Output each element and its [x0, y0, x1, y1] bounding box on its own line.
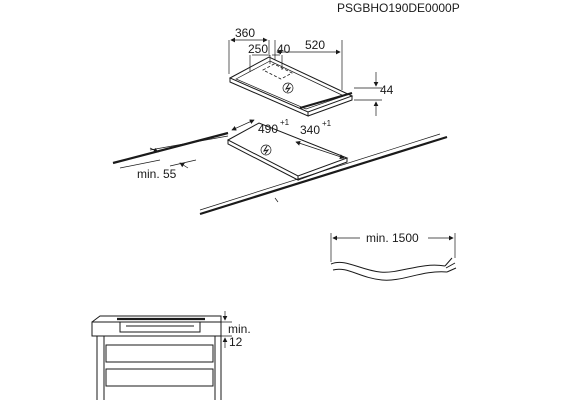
dimension-340: 340 +1	[295, 119, 345, 159]
dimension-label-490: 490	[258, 122, 278, 136]
dimension-490: 490 +1	[231, 118, 290, 136]
hob-top-cable	[299, 91, 353, 110]
dimension-label-40: 40	[277, 42, 291, 56]
dimension-label-min-55: min. 55	[137, 167, 177, 181]
dimension-label-min-1500: min. 1500	[366, 231, 419, 245]
section-worktop-top	[91, 315, 222, 323]
dimension-250-40: 250 40	[248, 42, 291, 72]
cable-top-line	[330, 261, 446, 273]
dimension-tolerance-340: +1	[322, 119, 332, 128]
lightning-icon-cutout	[262, 145, 270, 155]
cable-length-view: min. 1500	[330, 231, 457, 281]
cable-bottom-line	[332, 268, 448, 281]
connection-box-outline	[262, 63, 293, 80]
dimension-label-12: 12	[229, 335, 243, 349]
section-hob-body	[119, 322, 201, 333]
worktop-cutout-view	[112, 122, 448, 216]
hob-top-front-edge	[229, 78, 309, 117]
dimension-label-min: min.	[228, 322, 251, 336]
dimension-tolerance-490: +1	[280, 118, 290, 127]
section-worktop	[91, 321, 222, 337]
dimension-360: 360	[228, 26, 270, 74]
section-view: min. 12	[91, 311, 251, 400]
cutout-front-depth	[227, 140, 299, 181]
dimension-label-360: 360	[235, 26, 255, 40]
hob-top-view	[228, 56, 354, 117]
document-code: PSGBHO190DE0000P	[337, 1, 460, 15]
power-symbol-circle-cutout	[260, 144, 272, 156]
dimension-min-55: min. 55	[119, 135, 229, 181]
dimension-label-250: 250	[248, 42, 268, 56]
worktop-back-edge-left	[112, 131, 229, 165]
cutout-side-depth	[297, 158, 348, 181]
lightning-icon	[284, 83, 292, 93]
worktop-front-edge	[199, 135, 448, 216]
section-drawer-top	[105, 344, 214, 363]
section-cabinet-left	[96, 336, 105, 400]
hob-top-side-edge	[307, 96, 353, 117]
dimension-label-520: 520	[305, 38, 325, 52]
power-symbol-circle-top	[282, 82, 294, 94]
dimension-label-44: 44	[380, 83, 394, 97]
cable-wire-ends	[444, 257, 457, 273]
dimension-44: 44	[354, 72, 394, 116]
dimension-label-340: 340	[300, 123, 320, 137]
section-cabinet-right	[214, 336, 222, 400]
section-drawer-bottom	[105, 368, 214, 387]
dimension-520: 520	[274, 38, 343, 90]
